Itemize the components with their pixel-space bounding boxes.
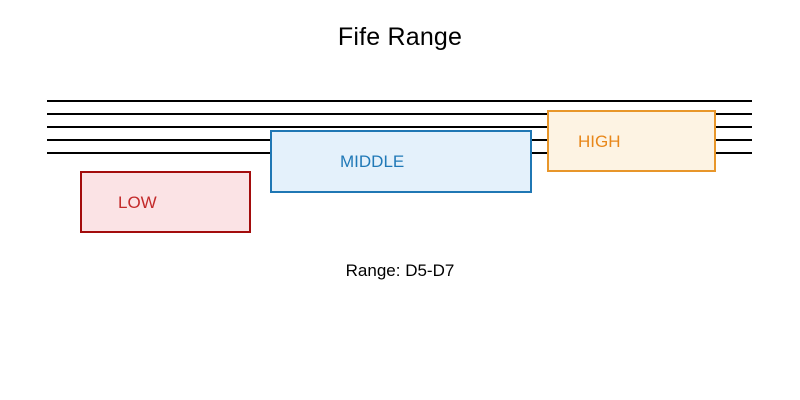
staff-line-1: [47, 100, 752, 102]
register-label-high: HIGH: [578, 131, 621, 151]
register-box-low: LOW: [80, 171, 251, 233]
staff-line-2: [47, 113, 752, 115]
staff-line-3: [47, 126, 752, 128]
register-box-high: HIGH: [547, 110, 716, 172]
register-label-low: LOW: [118, 192, 157, 212]
register-label-middle: MIDDLE: [340, 152, 405, 171]
register-box-middle: MIDDLE: [270, 130, 532, 193]
page-title: Fife Range: [337, 23, 463, 51]
range-caption: Range: D5-D7: [345, 261, 455, 280]
